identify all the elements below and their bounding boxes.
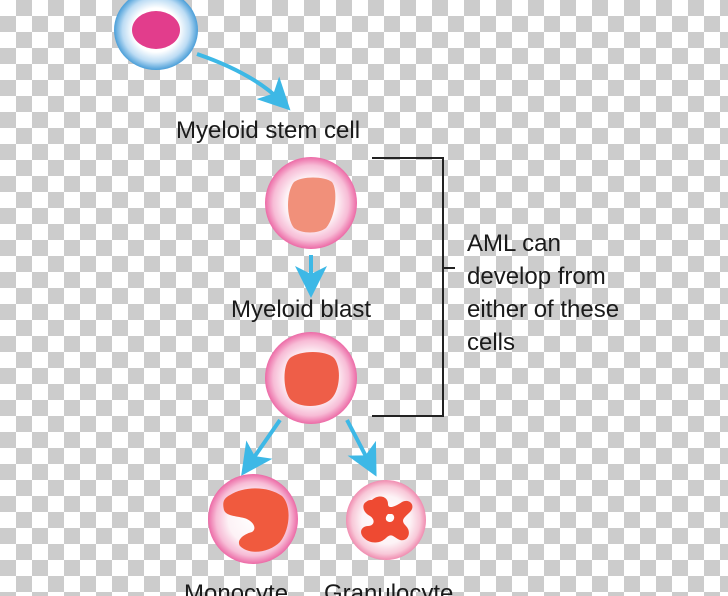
aml-annotation-line: develop from xyxy=(467,263,606,290)
myeloid-stem-cell-label: Myeloid stem cell xyxy=(176,117,361,144)
bracket xyxy=(372,157,444,417)
monocyte-label: Monocyte xyxy=(184,580,289,596)
myeloid-stem-cell-image xyxy=(265,157,357,249)
granulocyte-label: Granulocyte xyxy=(324,580,454,596)
monocyte-nucleus xyxy=(223,488,289,552)
myeloid-stem-cell-nucleus xyxy=(288,177,336,233)
monocyte-image xyxy=(208,474,298,564)
aml-annotation-line: either of these xyxy=(467,296,620,323)
aml-annotation-line: cells xyxy=(467,329,516,356)
stem-cell-nucleus xyxy=(132,11,180,49)
myeloid-blast-label: Myeloid blast xyxy=(231,296,372,323)
granulocyte-nucleus xyxy=(361,496,413,543)
granulocyte-image xyxy=(346,480,426,560)
aml-annotation-line: AML can xyxy=(467,230,561,257)
arrow-stem-to-myeloid xyxy=(196,52,291,111)
myeloid-blast-image xyxy=(265,332,357,424)
arrow-to-monocyte xyxy=(241,418,282,476)
myeloid-blast-nucleus xyxy=(284,352,339,406)
stem-cell xyxy=(114,0,198,70)
aml-annotation: AML can develop from either of these cel… xyxy=(467,227,619,359)
arrow-to-granulocyte xyxy=(345,419,377,477)
